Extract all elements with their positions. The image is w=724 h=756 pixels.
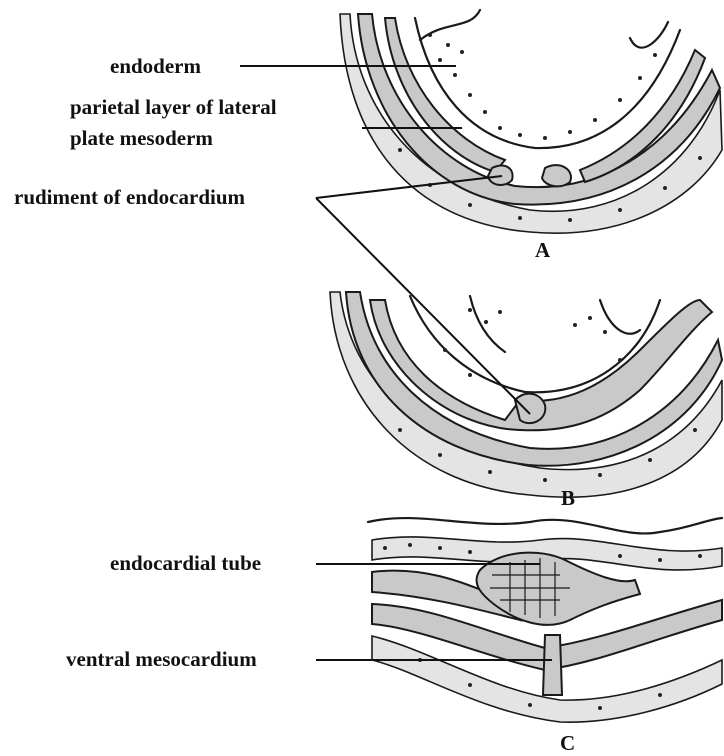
panel-c-label: C [560,731,575,755]
section-c-drawing [368,518,722,722]
endocardial-tube-label: endocardial tube [110,551,261,575]
section-a-drawing [340,10,722,233]
panel-a-label: A [535,238,551,262]
endoderm-label: endoderm [110,54,202,78]
ventral-mesocardium-label: ventral mesocardium [66,647,257,671]
parietal-layer-label-line1: parietal layer of lateral [70,95,277,119]
panel-b-label: B [561,486,575,510]
rudiment-of-endocardium-label: rudiment of endocardium [14,185,246,209]
parietal-layer-label-line2: plate mesoderm [70,126,213,150]
section-b-drawing [330,292,722,497]
